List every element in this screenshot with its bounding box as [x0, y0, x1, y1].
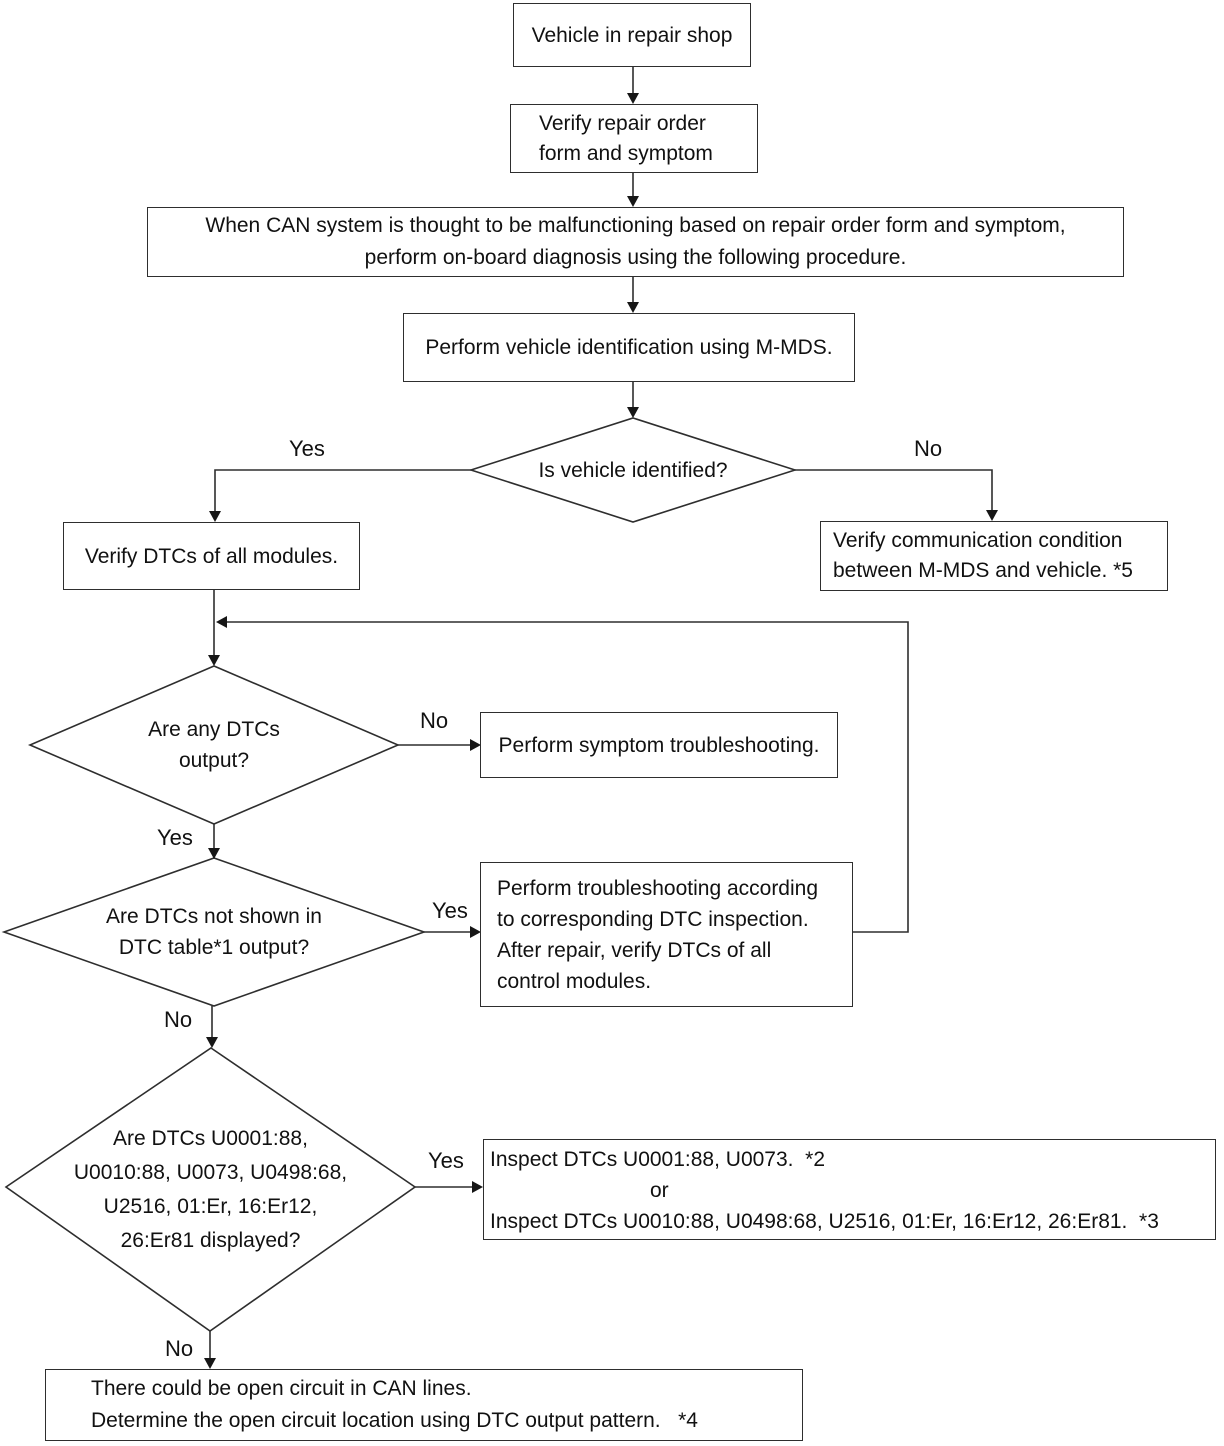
- node-text-line: When CAN system is thought to be malfunc…: [205, 214, 1066, 237]
- node-text-line: to corresponding DTC inspection.: [497, 907, 809, 931]
- node-text-line: perform on-board diagnosis using the fol…: [364, 246, 907, 269]
- arrow-down-icon: [209, 511, 221, 522]
- arrow-down-icon: [204, 1358, 216, 1369]
- decision-diamond-is-identified: [468, 417, 798, 523]
- arrow-down-icon: [627, 196, 639, 207]
- branch-label-yes: Yes: [426, 1148, 466, 1173]
- node-verify-communication-condition: Verify communication condition between M…: [820, 521, 1168, 591]
- arrow-right-icon: [470, 739, 481, 751]
- node-text-line: control modules.: [497, 969, 652, 993]
- node-vehicle-identification: Perform vehicle identification using M-M…: [403, 313, 855, 382]
- node-text-line: Perform troubleshooting according: [497, 876, 819, 900]
- node-text-line: Inspect DTCs U0001:88, U0073. *2: [490, 1148, 826, 1171]
- node-text-line: After repair, verify DTCs of all: [497, 938, 772, 962]
- node-text-line-or: or: [650, 1179, 669, 1202]
- node-text-line: form and symptom: [539, 141, 713, 165]
- arrow-down-icon: [627, 93, 639, 104]
- node-text: Vehicle in repair shop: [531, 23, 733, 47]
- node-text: Perform vehicle identification using M-M…: [425, 336, 833, 359]
- feedback-line: [221, 621, 909, 933]
- node-text-line: between M-MDS and vehicle. *5: [833, 559, 1133, 582]
- node-text: Verify DTCs of all modules.: [84, 544, 339, 568]
- arrow-down-icon: [627, 407, 639, 418]
- node-perform-dtc-troubleshooting: Perform troubleshooting according to cor…: [480, 862, 853, 1007]
- flow-line-yes-identified: [214, 469, 471, 518]
- arrow-down-icon: [208, 655, 220, 666]
- node-text-line: Verify repair order: [539, 111, 706, 135]
- decision-diamond-dtcs-displayed: [4, 1047, 417, 1332]
- flow-line-no-identified: [795, 469, 993, 517]
- node-inspect-dtcs: Inspect DTCs U0001:88, U0073. *2 or Insp…: [483, 1139, 1216, 1240]
- arrow-down-icon: [208, 848, 220, 859]
- arrow-right-icon: [470, 926, 481, 938]
- node-can-system-note: When CAN system is thought to be malfunc…: [147, 207, 1124, 277]
- node-text-line: Inspect DTCs U0010:88, U0498:68, U2516, …: [490, 1210, 1159, 1233]
- decision-diamond-any-dtcs: [27, 665, 401, 825]
- branch-label-yes: Yes: [287, 436, 327, 461]
- node-text-line: There could be open circuit in CAN lines…: [91, 1377, 472, 1400]
- arrow-down-icon: [206, 1037, 218, 1048]
- node-perform-symptom-troubleshooting: Perform symptom troubleshooting.: [480, 712, 838, 778]
- decision-shapes: [1, 417, 798, 1332]
- node-open-circuit-in-can-lines: There could be open circuit in CAN lines…: [45, 1369, 803, 1441]
- arrow-down-icon: [627, 302, 639, 313]
- node-text-line: Verify communication condition: [833, 529, 1123, 552]
- branch-label-no: No: [418, 708, 451, 733]
- branch-label-no: No: [912, 436, 945, 461]
- branch-label-yes: Yes: [430, 898, 470, 923]
- arrow-left-icon: [216, 616, 227, 628]
- branch-label-yes: Yes: [155, 825, 195, 850]
- branch-label-no: No: [162, 1007, 195, 1032]
- node-verify-repair-order: Verify repair order form and symptom: [510, 104, 758, 173]
- branch-label-no: No: [163, 1336, 196, 1361]
- arrowheads: [204, 93, 998, 1369]
- node-verify-dtcs-all-modules: Verify DTCs of all modules.: [63, 522, 360, 590]
- arrow-down-icon: [986, 510, 998, 521]
- node-text: Perform symptom troubleshooting.: [498, 733, 820, 757]
- node-vehicle-in-repair-shop: Vehicle in repair shop: [513, 3, 751, 67]
- arrow-right-icon: [472, 1181, 483, 1193]
- decision-diamond-not-in-table: [1, 857, 427, 1007]
- node-text-line: Determine the open circuit location usin…: [91, 1409, 698, 1432]
